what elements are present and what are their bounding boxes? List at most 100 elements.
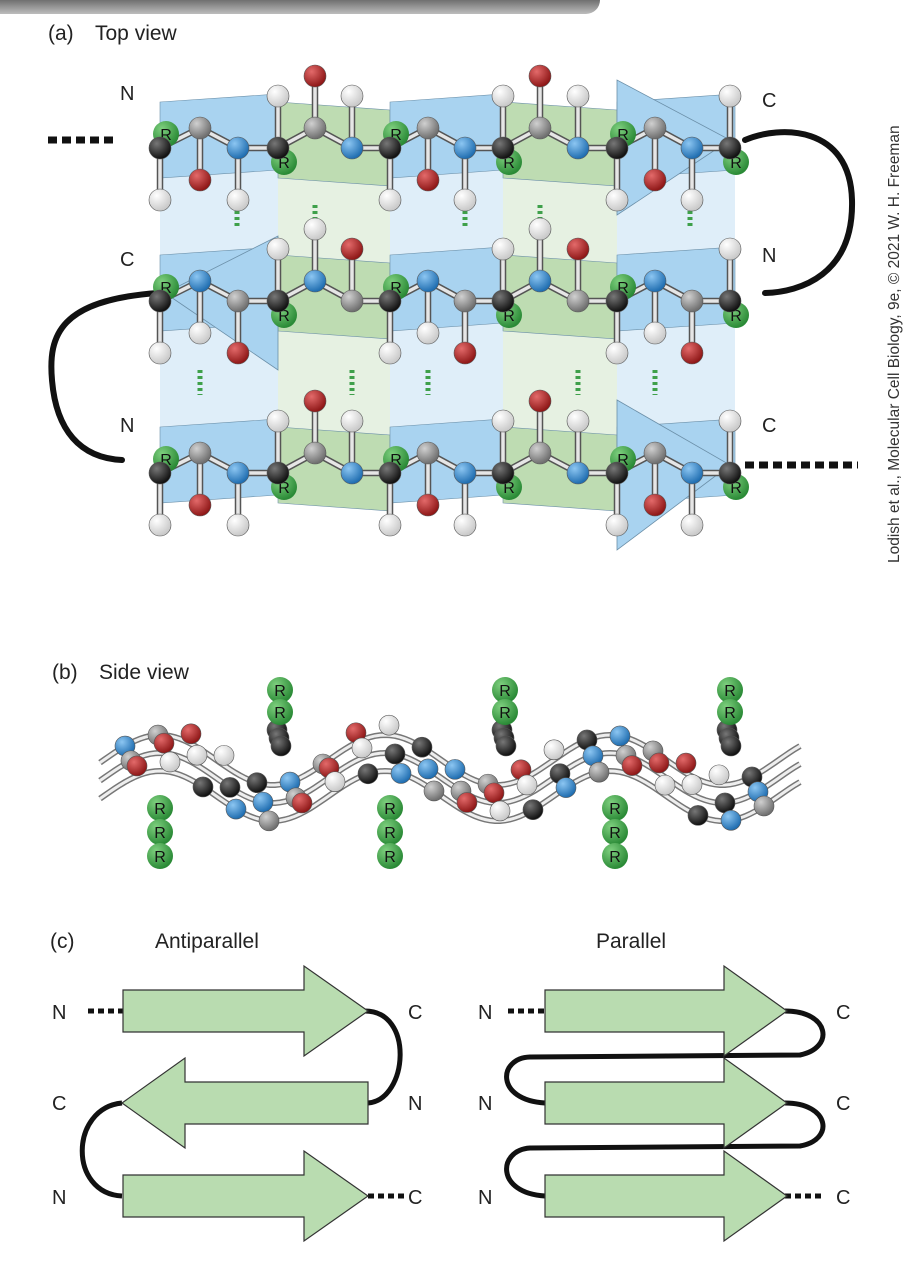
alpha-carbon-atom [718,136,742,160]
panel-a-letter: (a) [48,22,74,45]
hydrogen-atom [378,513,402,537]
side-chain-r-group [147,843,173,869]
alpha-carbon-atom [411,736,433,758]
side-chain-r-group [147,819,173,845]
hydrogen-atom [491,84,515,108]
parallel-label-n-bot: N [478,1187,492,1209]
hydrogen-atom [453,188,477,212]
hydrogen-atom [605,341,629,365]
r-group-label: R [278,480,290,497]
antiparallel-title: Antiparallel [155,930,259,953]
hydrogen-atom [543,739,565,761]
oxygen-atom [648,752,670,774]
strand2-c-terminus: C [120,249,134,271]
carbonyl-carbon-atom [226,289,250,313]
carbonyl-carbon-atom [588,761,610,783]
carbonyl-carbon-atom [303,441,327,465]
sheet-pleat-plane [277,101,391,187]
strand3-n-terminus: N [120,415,134,437]
alpha-carbon-atom [491,461,515,485]
oxygen-atom [180,723,202,745]
r-group-label: R [160,127,172,144]
panel-c-letter: (c) [50,930,75,953]
r-group-label: R [724,683,736,700]
hydrogen-atom [718,409,742,433]
carbonyl-carbon-atom [528,116,552,140]
alpha-carbon-atom [378,136,402,160]
alpha-carbon-atom [148,136,172,160]
nitrogen-atom [303,269,327,293]
hydrogen-atom [378,341,402,365]
alpha-carbon-atom [491,136,515,160]
r-group-label: R [160,452,172,469]
side-chain-r-group [492,699,518,725]
nitrogen-atom [225,798,247,820]
hydrogen-atom [324,771,346,792]
strand3-c-terminus: C [762,415,776,437]
oxygen-atom [621,755,643,776]
hydrogen-atom [213,745,235,766]
r-group-label: R [278,155,290,172]
hydrogen-atom [378,714,400,736]
r-group-label: R [154,825,166,842]
hydrogen-atom [148,341,172,365]
antiparallel-strand-1-arrow [122,964,370,1058]
oxygen-atom [188,493,212,517]
panel-a-title: Top view [95,22,178,45]
hydrogen-atom [654,774,676,796]
antiparallel-label-c-bot: C [408,1187,422,1209]
side-chain-r-group [267,699,293,725]
r-group-label: R [730,308,742,325]
parallel-label-c-bot: C [836,1187,850,1209]
oxygen-atom [675,752,697,774]
carbonyl-carbon-atom [340,289,364,313]
alpha-carbon-atom [522,799,544,820]
r-group-label: R [503,155,515,172]
oxygen-atom [566,237,590,261]
r-group-label: R [274,705,286,722]
oxygen-atom [416,493,440,517]
r-group-label: R [499,683,511,700]
carbonyl-carbon-atom [453,289,477,313]
oxygen-atom [416,168,440,192]
nitrogen-atom [609,725,631,747]
r-group-label: R [724,705,736,722]
figure-credit: Lodish et al., Molecular Cell Biology, 9… [870,18,903,578]
parallel-loop-2 [504,1100,826,1199]
nitrogen-atom [453,136,477,160]
nitrogen-atom [444,759,466,780]
carbonyl-carbon-atom [303,116,327,140]
r-group-label: R [609,849,621,866]
oxygen-atom [680,341,704,365]
r-group-label: R [384,849,396,866]
r-group-label: R [503,480,515,497]
alpha-carbon-atom [192,776,214,798]
carbonyl-carbon-atom [566,289,590,313]
sheet-pleat-plane [277,254,391,340]
nitrogen-atom [252,791,274,813]
r-group-label: R [617,452,629,469]
nitrogen-atom [390,763,412,784]
carbonyl-carbon-atom [643,441,667,465]
carbonyl-carbon-atom [416,441,440,465]
oxygen-atom [291,792,313,814]
alpha-carbon-atom [605,136,629,160]
r-group-label: R [384,825,396,842]
r-group-label: R [499,705,511,722]
alpha-carbon-atom [495,735,517,757]
hydrogen-atom [605,188,629,212]
side-chain-r-group [717,677,743,703]
hydrogen-atom [186,744,208,766]
alpha-carbon-atom [357,763,379,785]
alpha-carbon-atom [266,289,290,313]
window-top-edge [0,0,600,14]
carbonyl-carbon-atom [528,441,552,465]
hydrogen-atom [340,409,364,433]
alpha-carbon-atom [714,792,736,814]
alpha-carbon-atom [148,289,172,313]
side-view-backbone-highlight [99,769,801,823]
carbonyl-carbon-atom [188,116,212,140]
